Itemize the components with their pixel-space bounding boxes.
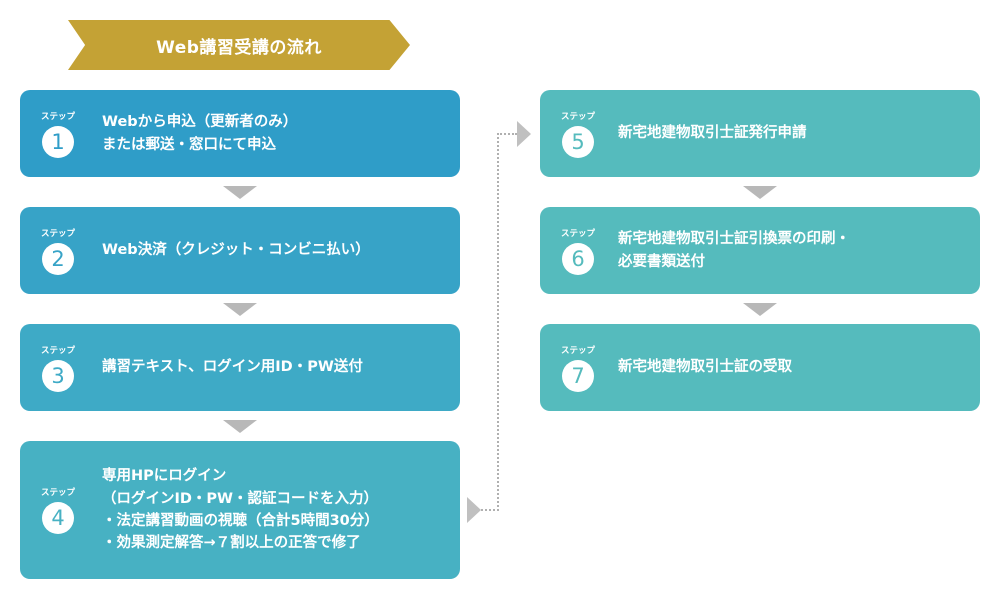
step-label: ステップ [560,111,595,122]
step-label: ステップ [40,111,75,122]
step-text: Web決済（クレジット・コンビニ払い） [102,207,448,294]
step-number: 4 [42,502,74,534]
title-banner: Web講習受講の流れ [68,20,410,70]
step-7-box: ステップ 7 新宅地建物取引士証の受取 [540,324,980,411]
step-line: 新宅地建物取引士証引換票の印刷・ [618,231,850,248]
step-number: 3 [42,359,74,392]
step-line: 必要書類送付 [618,253,705,270]
step-badge: ステップ 1 [40,90,76,177]
step-text: 講習テキスト、ログイン用ID・PW送付 [102,324,448,411]
step-2-box: ステップ 2 Web決済（クレジット・コンビニ払い） [20,207,460,294]
step-badge: ステップ 6 [560,207,596,294]
step-label: ステップ [560,228,595,239]
step-label: ステップ [40,345,75,356]
diagram-title: Web講習受講の流れ [156,37,322,58]
step-5-box: ステップ 5 新宅地建物取引士証発行申請 [540,90,980,177]
down-arrow-icon [223,420,257,433]
down-arrow-icon [743,303,777,316]
connector-line [481,509,499,511]
step-number: 6 [562,242,594,275]
down-arrow-icon [223,186,257,199]
down-arrow-icon [743,186,777,199]
step-label: ステップ [40,228,75,239]
step-text: 新宅地建物取引士証発行申請 [618,90,968,177]
step-badge: ステップ 3 [40,324,76,411]
step-text: Webから申込（更新者のみ） または郵送・窓口にて申込 [102,90,448,177]
step-badge: ステップ 7 [560,324,596,411]
connector-arrow-out-icon [517,121,531,147]
step-badge: ステップ 2 [40,207,76,294]
connector-line [497,133,499,511]
step-badge: ステップ 4 [40,441,76,579]
step-label: ステップ [560,345,595,356]
step-number: 7 [562,359,594,392]
connector-arrow-in-icon [467,497,481,523]
step-line: 新宅地建物取引士証の受取 [618,359,792,376]
step-line: 講習テキスト、ログイン用ID・PW送付 [102,359,363,376]
down-arrow-icon [223,303,257,316]
step-line: ・効果測定解答→７割以上の正答で修了 [102,535,361,552]
step-line: 新宅地建物取引士証発行申請 [618,125,807,142]
step-6-box: ステップ 6 新宅地建物取引士証引換票の印刷・ 必要書類送付 [540,207,980,294]
step-label: ステップ [40,488,75,498]
step-line: ・法定講習動画の視聴（合計5時間30分） [102,513,379,529]
step-text: 新宅地建物取引士証引換票の印刷・ 必要書類送付 [618,207,968,294]
step-number: 5 [562,125,594,158]
step-4-box: ステップ 4 専用HPにログイン （ログインID・PW・認証コードを入力） ・法… [20,441,460,579]
step-line: Web決済（クレジット・コンビニ払い） [102,242,370,259]
step-line: Webから申込（更新者のみ） [102,114,298,131]
connector-line [497,133,517,135]
step-text: 新宅地建物取引士証の受取 [618,324,968,411]
step-number: 2 [42,242,74,275]
step-line: （ログインID・PW・認証コードを入力） [102,490,379,507]
step-line: または郵送・窓口にて申込 [102,136,276,153]
step-3-box: ステップ 3 講習テキスト、ログイン用ID・PW送付 [20,324,460,411]
step-number: 1 [42,125,74,158]
step-badge: ステップ 5 [560,90,596,177]
step-1-box: ステップ 1 Webから申込（更新者のみ） または郵送・窓口にて申込 [20,90,460,177]
step-text: 専用HPにログイン （ログインID・PW・認証コードを入力） ・法定講習動画の視… [102,441,448,579]
step-line: 専用HPにログイン [102,468,227,485]
